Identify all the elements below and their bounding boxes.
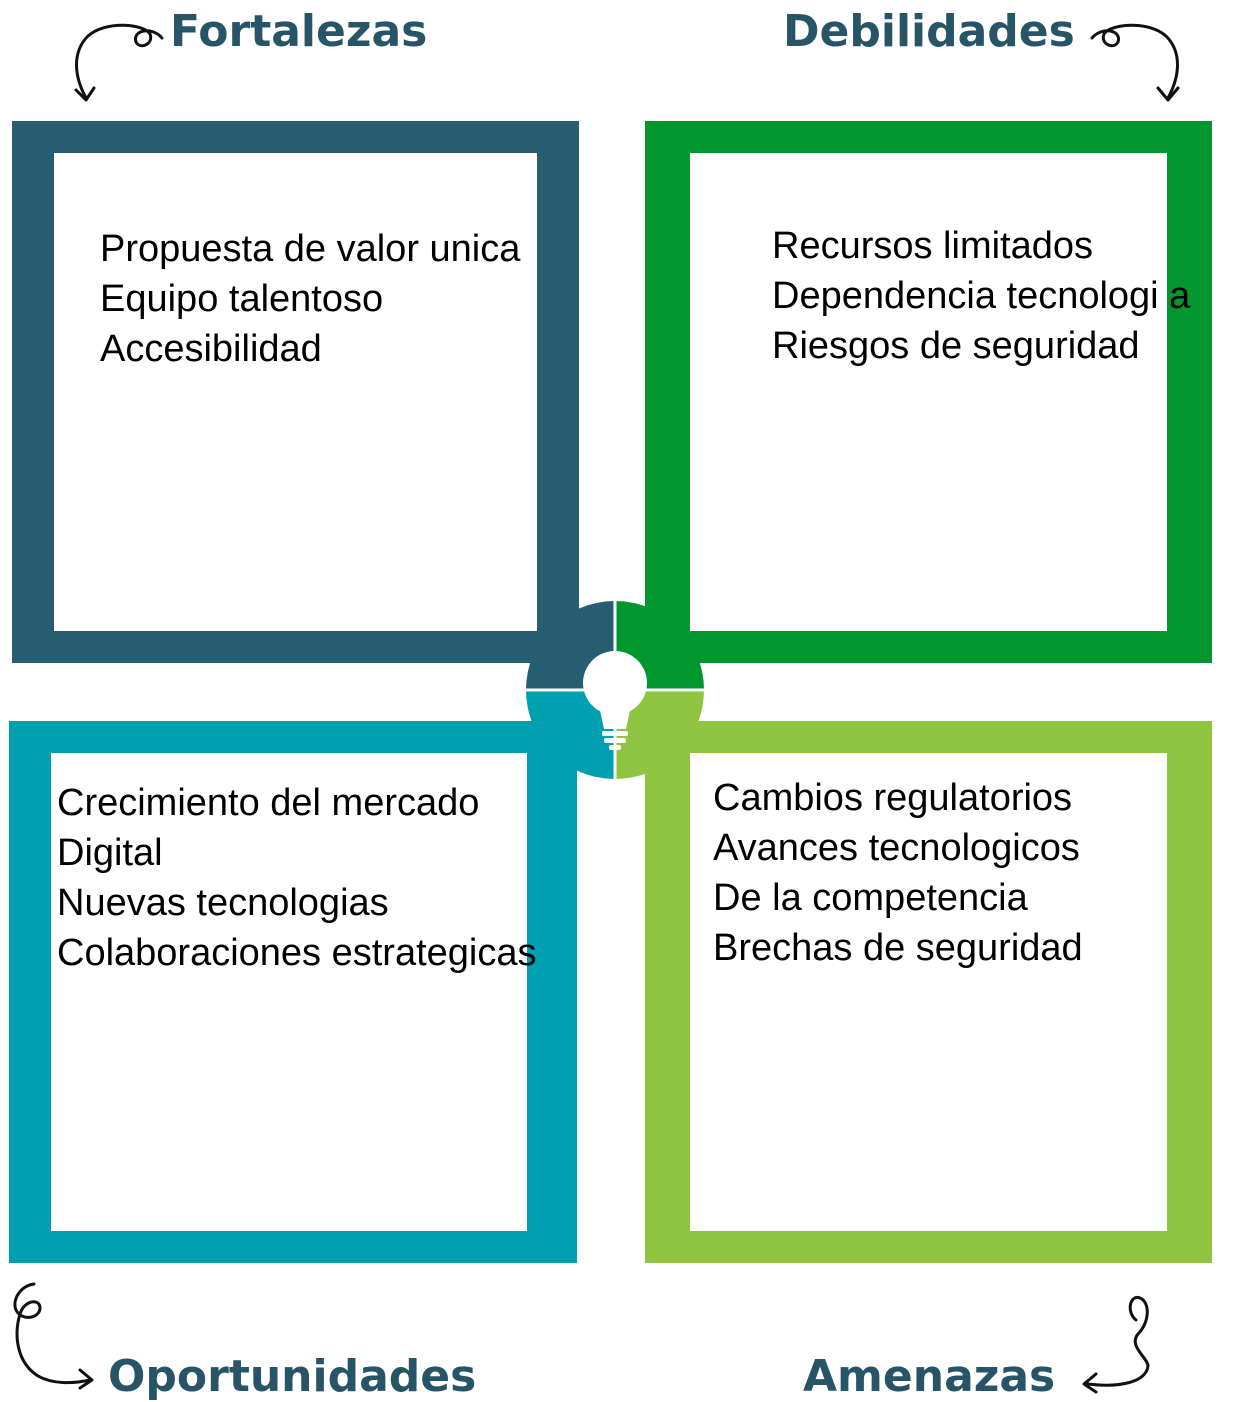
weaknesses-item: Dependencia tecnologi a (772, 275, 1191, 317)
hub-quarter-opportunities (526, 690, 615, 779)
weaknesses-list: Recursos limitados Dependencia tecnologi… (772, 221, 1190, 371)
weaknesses-item: Recursos limitados (772, 225, 1093, 267)
threats-item: De la competencia (713, 877, 1028, 919)
strengths-list: Propuesta de valor unica Equipo talentos… (100, 224, 520, 374)
strengths-frame (12, 121, 579, 663)
strengths-item: Accesibilidad (100, 328, 322, 370)
opportunities-title: Oportunidades (108, 1351, 477, 1402)
threats-title: Amenazas (803, 1351, 1056, 1402)
curly-arrow-icon (1090, 23, 1180, 102)
center-hub (526, 601, 704, 779)
weaknesses-frame (645, 121, 1212, 663)
threats-item: Brechas de seguridad (713, 927, 1083, 969)
strengths-item: Equipo talentoso (100, 278, 384, 320)
opportunities-item: Crecimiento del mercado (57, 782, 480, 824)
curly-arrow-icon (13, 1282, 94, 1390)
opportunities-list: Crecimiento del mercado Digital Nuevas t… (57, 778, 537, 978)
opportunities-item: Digital (57, 832, 163, 874)
weaknesses-item: Riesgos de seguridad (772, 325, 1140, 367)
hub-quarter-threats (615, 690, 704, 779)
opportunities-item: Nuevas tecnologias (57, 882, 389, 924)
strengths-item: Propuesta de valor unica (100, 228, 521, 270)
opportunities-item: Colaboraciones estrategicas (57, 932, 537, 974)
curly-arrow-icon (1082, 1295, 1150, 1394)
opportunities-frame (9, 721, 577, 1263)
curly-arrow-icon (74, 23, 164, 102)
threats-frame (645, 721, 1212, 1263)
weaknesses-title: Debilidades (783, 6, 1075, 57)
lightbulb-icon (583, 651, 647, 750)
threats-item: Avances tecnologicos (713, 827, 1080, 869)
threats-item: Cambios regulatorios (713, 777, 1073, 819)
threats-list: Cambios regulatorios Avances tecnologico… (713, 773, 1083, 973)
strengths-title: Fortalezas (170, 6, 428, 57)
